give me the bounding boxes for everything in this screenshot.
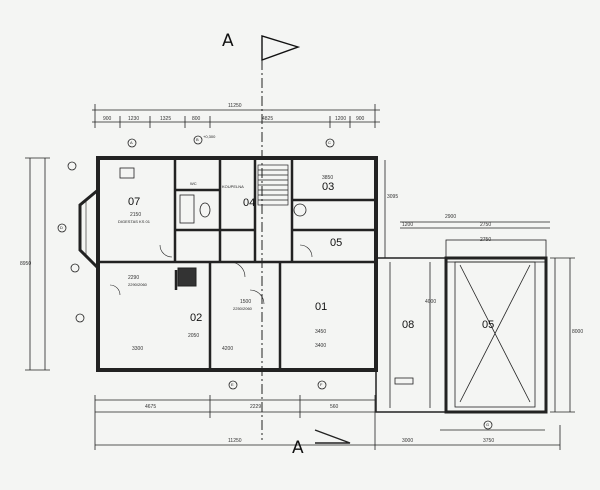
dim-right-8000: 8000 <box>572 329 584 335</box>
axis-label-b: B <box>196 137 199 142</box>
dim-top-1230: 1230 <box>128 116 140 122</box>
dim-bottom-total: 11250 <box>228 438 242 444</box>
room-07: 07 <box>128 196 141 208</box>
dim-1500: 1500 <box>240 299 252 305</box>
garage-wall <box>444 256 548 414</box>
room-05-small: 05 <box>330 237 343 249</box>
dim-1200: 1200 <box>402 222 414 228</box>
dim-2150: 2150 <box>130 212 142 218</box>
dim-2750b: 2750 <box>480 237 492 243</box>
dim-top-total: 11250 <box>228 103 242 109</box>
dim-2050: 2050 <box>188 333 200 339</box>
dim-top-1325: 1325 <box>160 116 172 122</box>
room-04: 04 <box>243 197 256 209</box>
axis-label-d: D <box>60 225 63 230</box>
dim-top-800: 800 <box>192 116 201 122</box>
dim-bottom-3750: 3750 <box>483 438 495 444</box>
room-02: 02 <box>190 312 203 324</box>
section-label-bottom: A <box>292 438 304 458</box>
dim-3450: 3450 <box>315 329 327 335</box>
room-08: 08 <box>402 319 415 331</box>
dim-2290: 2290 <box>128 275 140 281</box>
section-label-top: A <box>222 31 234 51</box>
dim-4000: 4000 <box>425 299 437 305</box>
dim-2750: 2750 <box>480 222 492 228</box>
dim-right-3095: 3095 <box>387 194 399 200</box>
note-level: +0,300 <box>203 134 216 139</box>
note-2250: 2250/2060 <box>233 306 252 311</box>
note-kitchen: DIGESTAS KS 01 <box>118 219 150 224</box>
dim-3400: 3400 <box>315 343 327 349</box>
axis-label-f: F <box>320 382 323 387</box>
dim-2900: 2900 <box>445 214 457 220</box>
room-03: 03 <box>322 181 335 193</box>
axis-label-a: A <box>130 140 133 145</box>
room-05-garage: 05 <box>482 319 495 331</box>
axis-label-c: C <box>328 140 331 145</box>
section-arrow-top <box>261 35 301 61</box>
dim-top-1200: 1200 <box>335 116 347 122</box>
dim-bottom-3000: 3000 <box>402 438 414 444</box>
axis-label-e: E <box>231 382 234 387</box>
note-2290: 2290/2060 <box>128 282 147 287</box>
dim-bottom-560: 560 <box>330 404 339 410</box>
annex-wall <box>375 257 447 413</box>
dim-side-8950: 8950 <box>20 261 32 267</box>
dim-bottom-4675: 4675 <box>145 404 157 410</box>
axis-label-g: G <box>486 422 490 427</box>
room-01: 01 <box>315 301 328 313</box>
dim-3300: 3300 <box>132 346 144 352</box>
dim-top-900a: 900 <box>103 116 112 122</box>
bay-window <box>78 188 100 270</box>
dim-top-4825: 4825 <box>262 116 274 122</box>
dim-4200: 4200 <box>222 346 234 352</box>
section-arrow-bottom <box>314 429 351 444</box>
dim-top-900b: 900 <box>356 116 365 122</box>
dim-bottom-2229: 2229 <box>250 404 262 410</box>
note-bath: KOUPELNA <box>222 184 244 189</box>
note-wc: WC <box>190 181 197 186</box>
dim-3850: 3850 <box>322 175 334 181</box>
